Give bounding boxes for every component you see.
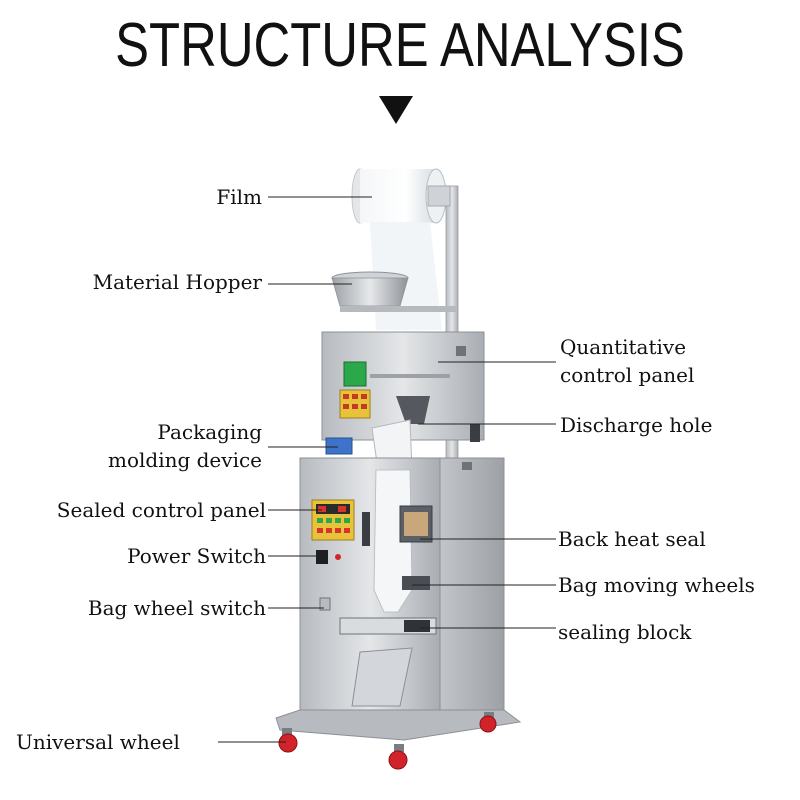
down-arrow-icon [379, 96, 413, 124]
label-quantitative-control-panel: Quantitative control panel [560, 335, 695, 387]
label-sealing-block: sealing block [558, 620, 692, 644]
material-hopper [331, 271, 456, 312]
label-back-heat-seal: Back heat seal [558, 527, 706, 551]
universal-wheels [278, 712, 497, 770]
label-sealed-control-panel: Sealed control panel [56, 498, 266, 522]
label-universal-wheel: Universal wheel [16, 730, 180, 754]
lower-cabinet [299, 457, 505, 719]
label-discharge-hole: Discharge hole [560, 413, 713, 437]
label-power-switch: Power Switch [127, 544, 266, 568]
label-material-hopper: Material Hopper [92, 270, 262, 294]
label-bag-wheel-switch: Bag wheel switch [87, 596, 266, 620]
page-title: STRUCTURE ANALYSIS [115, 11, 685, 80]
label-film: Film [216, 185, 262, 209]
base-platform [275, 709, 522, 741]
label-bag-moving-wheels: Bag moving wheels [558, 573, 755, 597]
label-packaging-molding-device: Packaging molding device [107, 420, 262, 472]
